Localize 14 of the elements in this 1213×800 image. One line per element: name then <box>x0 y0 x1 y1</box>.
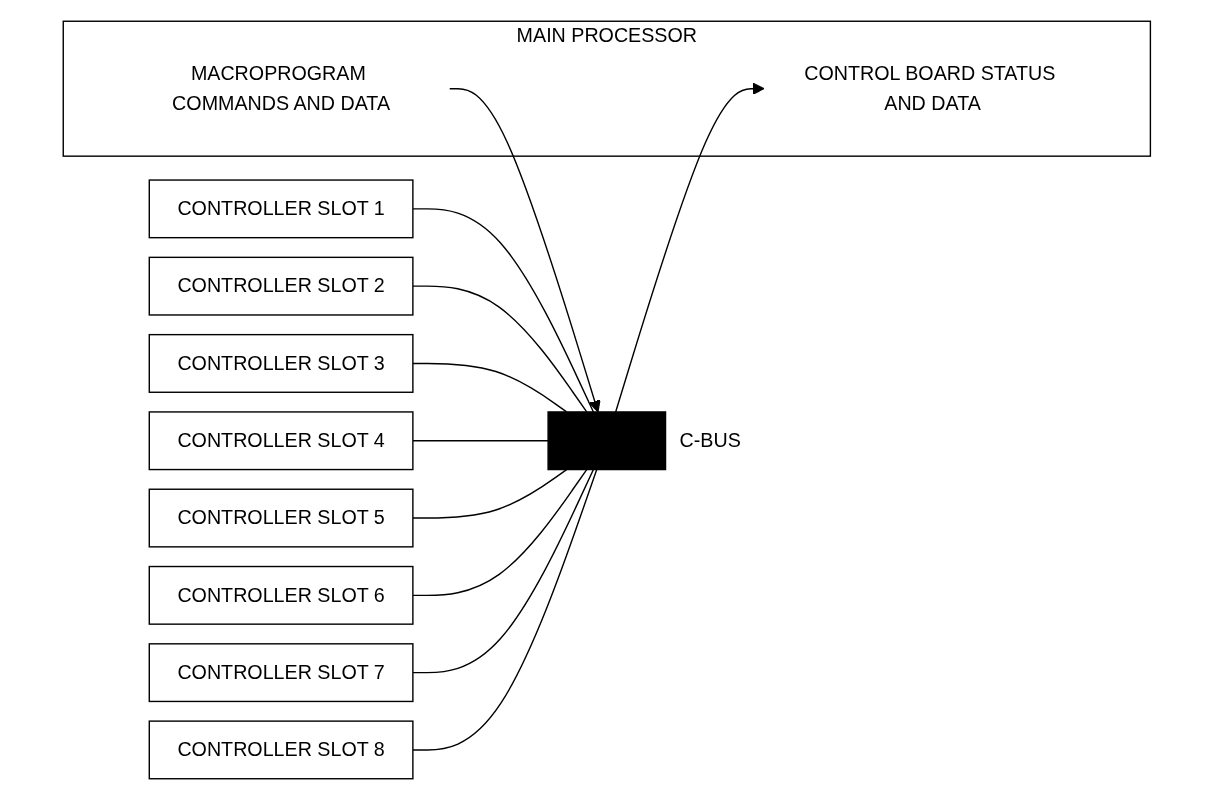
node-label: C-BUS <box>679 428 741 452</box>
node-box: CONTROLLER SLOT 3 <box>148 333 414 393</box>
node-bar <box>547 411 666 471</box>
node-box: CONTROLLER SLOT 6 <box>148 565 414 625</box>
arrow <box>614 82 765 413</box>
node-text: CONTROL BOARD STATUS AND DATA <box>803 62 1056 114</box>
node-box: CONTROLLER SLOT 4 <box>148 411 414 471</box>
node-box: CONTROLLER SLOT 7 <box>148 643 414 703</box>
node-box: CONTROLLER SLOT 5 <box>148 488 414 548</box>
node-text: MACROPROGRAM COMMANDS AND DATA <box>171 62 390 114</box>
node-box: CONTROLLER SLOT 8 <box>148 720 414 780</box>
node-box: CONTROLLER SLOT 1 <box>148 179 414 239</box>
node-box: CONTROLLER SLOT 2 <box>148 256 414 316</box>
arrow <box>448 88 601 413</box>
